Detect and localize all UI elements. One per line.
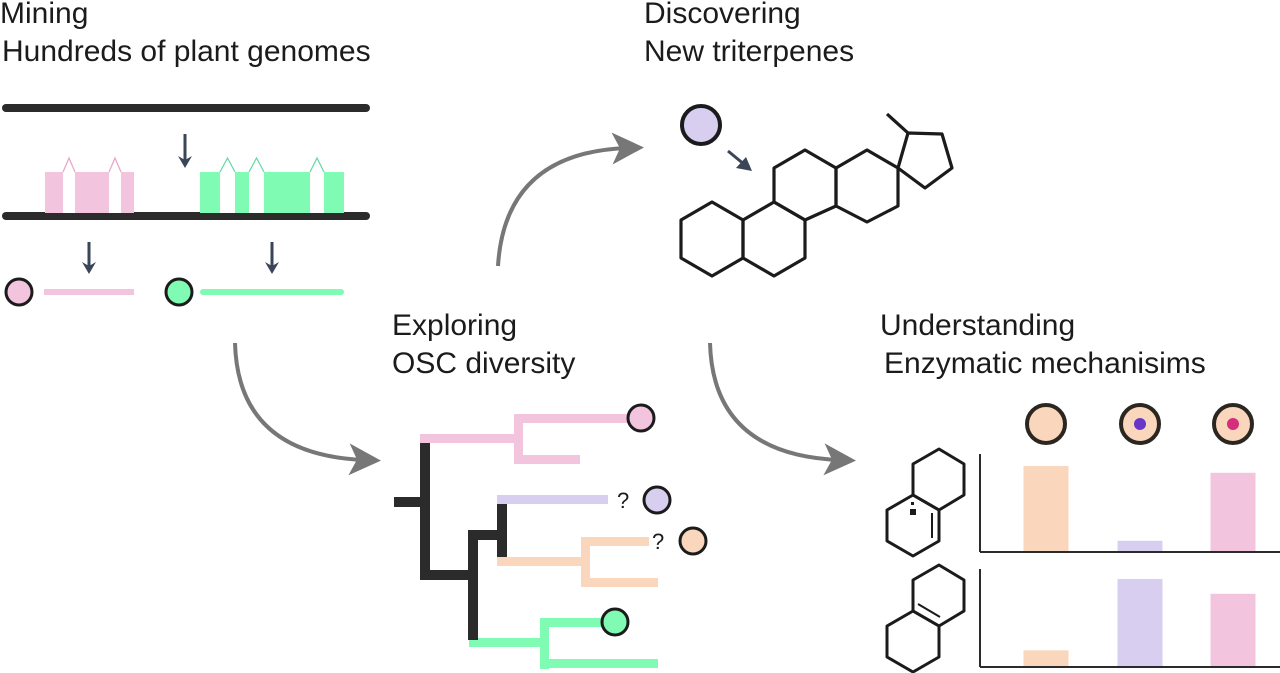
peach-tip-icon bbox=[678, 526, 708, 556]
bar-upper-3 bbox=[1210, 472, 1256, 551]
cation-marker bbox=[910, 509, 916, 515]
green-tip-icon bbox=[600, 607, 630, 637]
upper-chart-axes bbox=[979, 454, 1280, 553]
wildtype-enzyme-icon bbox=[1025, 403, 1067, 445]
lower-chart-axes bbox=[979, 569, 1280, 668]
lavender-tip-icon bbox=[642, 485, 672, 515]
flow-arrow-exploring-to-discovering bbox=[496, 132, 644, 267]
unknown-mark-peach: ? bbox=[652, 529, 664, 554]
flow-arrow-discovering-to-understanding bbox=[708, 342, 856, 476]
discovering-subtitle: New triterpenes bbox=[644, 35, 855, 68]
triterpene-structure bbox=[679, 112, 954, 278]
triterpene-panel bbox=[679, 104, 954, 278]
genome-panel bbox=[2, 104, 370, 307]
green-enzyme-icon bbox=[164, 277, 194, 307]
cation-marker-dot bbox=[911, 502, 914, 505]
bar-lower-3 bbox=[1210, 593, 1256, 666]
discovering-title: Discovering bbox=[644, 0, 801, 30]
bar-upper-1 bbox=[1023, 466, 1069, 551]
bar-lower-1 bbox=[1023, 650, 1069, 666]
pink-enzyme-icon bbox=[4, 277, 34, 307]
down-arrow-icon bbox=[265, 242, 279, 274]
lower-chart-bars bbox=[1023, 579, 1256, 666]
bar-upper-2 bbox=[1117, 540, 1163, 551]
down-arrow-icon bbox=[82, 242, 96, 274]
down-arrow-icon bbox=[178, 134, 192, 168]
mining-title: Mining bbox=[0, 0, 89, 30]
alkene-product-structure bbox=[885, 563, 966, 673]
mining-subtitle: Hundreds of plant genomes bbox=[2, 35, 371, 68]
pink-tip-icon bbox=[626, 403, 656, 433]
bar-lower-2 bbox=[1117, 579, 1163, 666]
understanding-subtitle: Enzymatic mechanisims bbox=[884, 347, 1206, 380]
understanding-title: Understanding bbox=[880, 309, 1076, 342]
mechanism-panel bbox=[885, 403, 1280, 673]
cation-intermediate-structure bbox=[885, 447, 966, 558]
diagonal-arrow-icon bbox=[727, 149, 752, 171]
magenta-mutation-dot bbox=[1227, 418, 1239, 430]
exploring-title: Exploring bbox=[392, 309, 518, 342]
flow-arrow-mining-to-exploring bbox=[233, 342, 381, 476]
lavender-enzyme-icon bbox=[680, 104, 722, 146]
green-gene bbox=[200, 156, 344, 213]
lavender-branch bbox=[497, 495, 608, 504]
pink-gene bbox=[45, 156, 134, 213]
purple-mutation-dot bbox=[1134, 418, 1146, 430]
unknown-mark-lavender: ? bbox=[617, 488, 629, 513]
exploring-subtitle: OSC diversity bbox=[392, 347, 576, 380]
peach-clade bbox=[497, 537, 658, 587]
pink-clade bbox=[420, 414, 630, 464]
tree-backbone bbox=[394, 443, 507, 640]
green-clade bbox=[469, 618, 658, 669]
phylogenetic-tree: ? ? bbox=[394, 403, 708, 669]
upper-chart-bars bbox=[1023, 466, 1256, 551]
